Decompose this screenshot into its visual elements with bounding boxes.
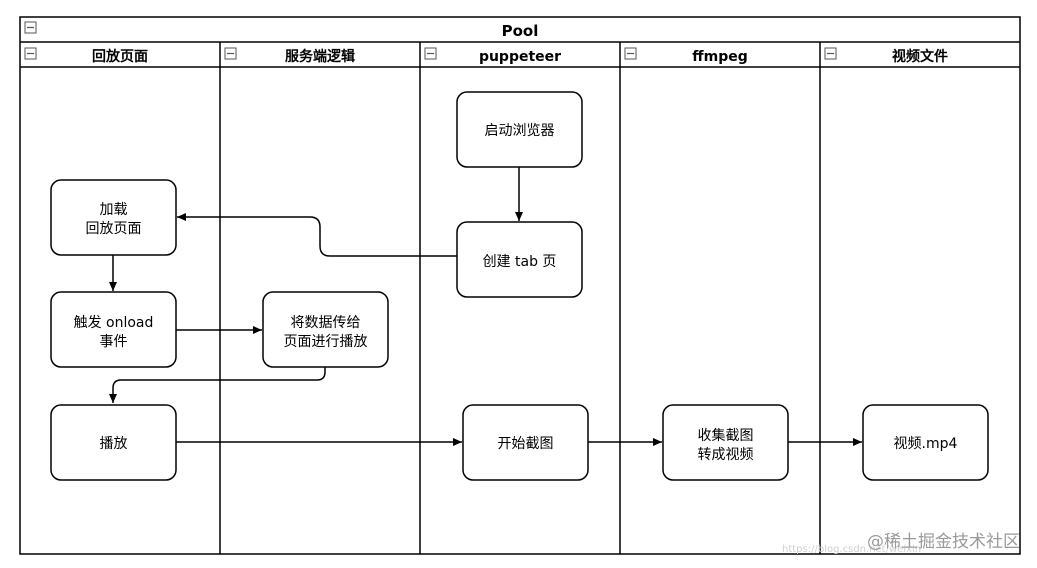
node-start-screenshot-label: 开始截图 (498, 436, 554, 452)
node-create-tab[interactable]: 创建 tab 页 (456, 221, 583, 298)
node-pass-data[interactable]: 将数据传给 页面进行播放 (262, 291, 389, 368)
lane-video-file: 视频文件 (824, 47, 948, 65)
node-play-label: 播放 (100, 436, 128, 452)
node-start-screenshot[interactable]: 开始截图 (462, 404, 589, 481)
edges (109, 167, 862, 446)
lane-title-ffmpeg: ffmpeg (692, 49, 747, 65)
lane-server-logic: 服务端逻辑 (224, 47, 355, 65)
watermark-url: https://blog.csdn.net/weixin (782, 544, 921, 555)
pool-title: Pool (502, 22, 539, 40)
node-pass-data-line1: 将数据传给 (291, 315, 361, 331)
lane-title-replay-page: 回放页面 (92, 48, 148, 65)
lane-collapse-icon[interactable] (824, 47, 837, 60)
node-trigger-onload-line1: 触发 onload (74, 315, 154, 331)
lane-ffmpeg: ffmpeg (624, 47, 748, 65)
node-load-page[interactable]: 加载 回放页面 (50, 179, 177, 256)
node-video-mp4[interactable]: 视频.mp4 (862, 404, 989, 481)
node-play[interactable]: 播放 (50, 404, 177, 481)
node-load-page-line1: 加载 (100, 202, 128, 218)
lane-title-server-logic: 服务端逻辑 (285, 48, 355, 65)
node-collect-convert-line2: 转成视频 (698, 447, 754, 463)
node-collect-convert[interactable]: 收集截图 转成视频 (662, 404, 789, 481)
node-launch-browser-label: 启动浏览器 (485, 123, 555, 139)
node-collect-convert-line1: 收集截图 (698, 427, 754, 444)
edge-pass-data-to-play (109, 367, 326, 403)
lane-title-puppeteer: puppeteer (479, 49, 561, 65)
node-launch-browser[interactable]: 启动浏览器 (456, 91, 583, 168)
lane-puppeteer: puppeteer (424, 47, 561, 65)
node-video-mp4-label: 视频.mp4 (894, 436, 958, 452)
lane-collapse-icon[interactable] (24, 47, 37, 60)
edge-create-tab-to-load-page (177, 213, 457, 257)
node-trigger-onload[interactable]: 触发 onload 事件 (50, 291, 177, 368)
node-create-tab-label: 创建 tab 页 (483, 254, 557, 270)
node-trigger-onload-line2: 事件 (100, 334, 128, 350)
watermark-text: @稀土掘金技术社区 (867, 532, 1020, 552)
pool-collapse-icon[interactable] (24, 21, 37, 34)
lane-title-video-file: 视频文件 (892, 48, 948, 65)
lane-collapse-icon[interactable] (224, 47, 237, 60)
lane-replay-page: 回放页面 (24, 47, 148, 65)
lane-collapse-icon[interactable] (424, 47, 437, 60)
node-pass-data-line2: 页面进行播放 (284, 334, 368, 350)
node-load-page-line2: 回放页面 (86, 221, 142, 237)
lane-collapse-icon[interactable] (624, 47, 637, 60)
